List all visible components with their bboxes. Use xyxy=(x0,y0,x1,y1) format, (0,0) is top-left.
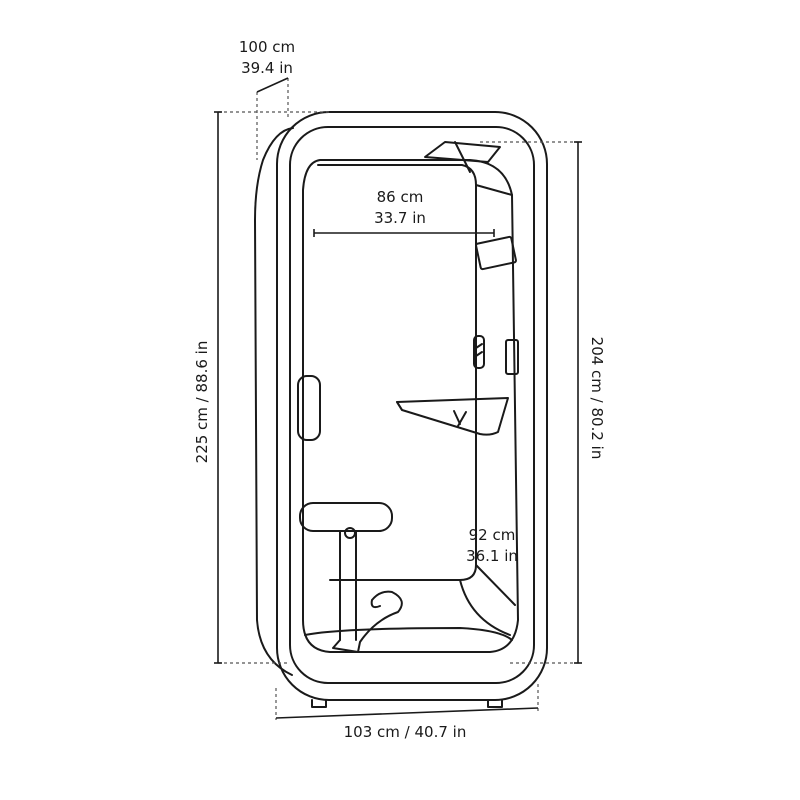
desk-height-in-label: 36.1 in xyxy=(466,547,518,565)
booth-back-wall xyxy=(317,164,477,581)
extension-lines xyxy=(218,78,582,720)
desk-height-cm-label: 92 cm xyxy=(469,526,516,544)
booth-body xyxy=(254,111,548,708)
stool-seat xyxy=(299,502,393,532)
desk-bracket xyxy=(453,410,467,427)
dim-outer-width-line xyxy=(275,707,539,719)
total-height-label: 225 cm / 88.6 in xyxy=(193,341,211,464)
wall-control xyxy=(473,335,485,369)
inner-width-in-label: 33.7 in xyxy=(374,209,426,227)
stool-foot xyxy=(332,590,403,653)
booth-floor xyxy=(304,627,513,641)
desk-edge xyxy=(396,401,403,411)
booth-outer-frame xyxy=(276,111,548,701)
desk xyxy=(396,397,509,436)
stool-post xyxy=(339,530,357,641)
dimension-lines xyxy=(214,77,582,719)
stool-knob xyxy=(344,527,356,539)
wall-control-detail xyxy=(475,343,483,357)
ceiling-light xyxy=(424,141,501,163)
inner-width-cm-label: 86 cm xyxy=(377,188,424,206)
outer-width-label: 103 cm / 40.7 in xyxy=(344,723,467,741)
dim-depth-line xyxy=(256,77,289,93)
booth-feet xyxy=(311,699,503,708)
booth-side-panel xyxy=(459,184,516,636)
booth-inner-frame xyxy=(289,126,535,684)
side-vent xyxy=(505,339,519,375)
ceiling-light-edge xyxy=(454,141,471,173)
inner-height-label: 204 cm / 80.2 in xyxy=(588,337,606,460)
depth-cm-label: 100 cm xyxy=(239,38,295,56)
door-handle xyxy=(297,375,321,441)
wall-panel xyxy=(475,235,517,271)
depth-in-label: 39.4 in xyxy=(241,59,293,77)
booth-shell-back xyxy=(254,127,294,676)
booth-opening xyxy=(302,159,519,653)
